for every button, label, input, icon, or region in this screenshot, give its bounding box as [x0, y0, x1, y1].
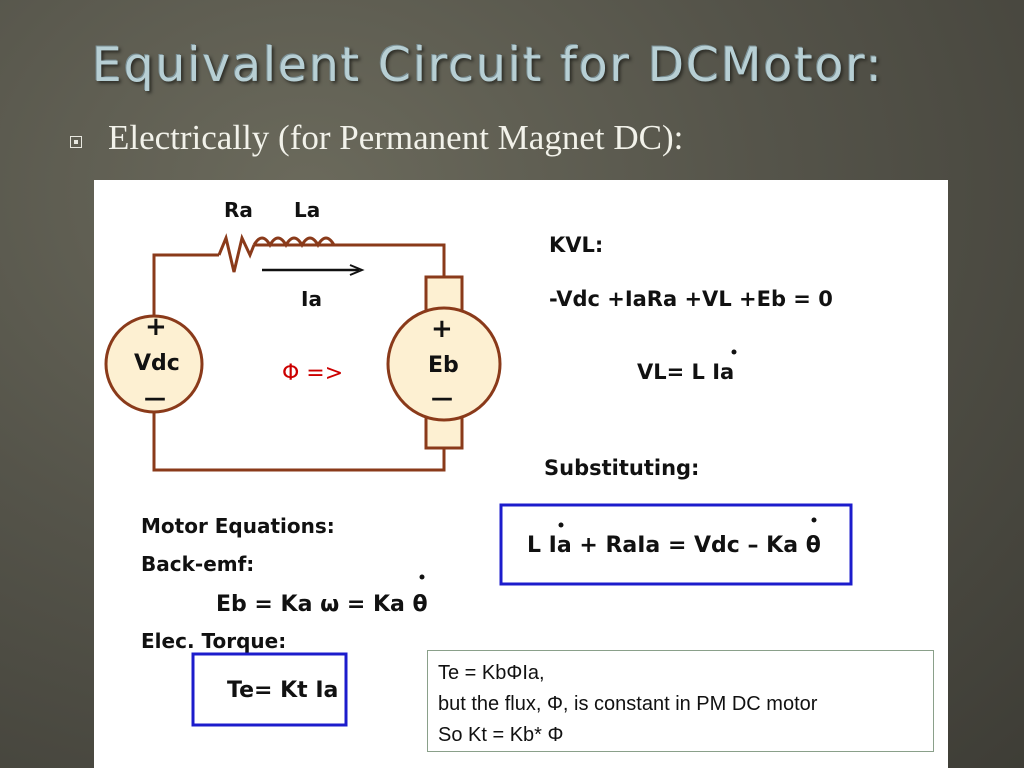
square-bullet-icon — [70, 136, 82, 148]
voltage-source — [104, 314, 204, 414]
bullet-text: Electrically (for Permanent Magnet DC): — [108, 118, 684, 157]
substituting-box — [499, 503, 853, 586]
note-box: Te = KbΦIa, but the flux, Φ, is constant… — [427, 650, 934, 752]
ia-dot-kvl — [731, 349, 737, 355]
substituting-heading: Substituting: — [544, 456, 699, 480]
ia-label: Ia — [301, 287, 322, 311]
flux-label: Φ => — [282, 361, 343, 386]
back-emf-equation: Eb = Ka ω = Ka θ — [216, 592, 428, 617]
torque-equation: Te= Kt Ia — [227, 678, 338, 703]
source-plus: + — [145, 312, 167, 342]
motor-minus: — — [431, 386, 453, 411]
motor-label: Eb — [428, 353, 459, 378]
resistor-ra — [217, 233, 256, 273]
la-label: La — [294, 198, 320, 222]
source-label: Vdc — [134, 351, 180, 376]
ia-dot-sub — [558, 522, 564, 528]
bullet-item: Electrically (for Permanent Magnet DC): — [70, 118, 683, 158]
diagram-panel: + Vdc — + Eb — Ra La Ia Φ => KVL: -Vdc +… — [94, 180, 948, 768]
kvl-equation: -Vdc +IaRa +VL +Eb = 0 — [549, 287, 833, 311]
substituting-equation: L Ia + RaIa = Vdc – Ka θ — [527, 533, 821, 558]
circuit-diagram: + Vdc — + Eb — Ra La Ia Φ => KVL: -Vdc +… — [104, 198, 853, 727]
note-line-1: Te = KbΦIa, — [438, 662, 545, 684]
slide-title: Equivalent Circuit for DCMotor: — [92, 38, 884, 93]
torque-label: Elec. Torque: — [141, 629, 286, 653]
note-line-3: So Kt = Kb* Φ — [438, 724, 564, 746]
dc-motor — [386, 306, 502, 422]
theta-dot-emf — [419, 574, 425, 580]
motor-plus: + — [431, 314, 453, 344]
current-arrow-head — [349, 264, 365, 276]
theta-dot-sub — [811, 517, 817, 523]
torque-box — [191, 652, 348, 727]
back-emf-label: Back-emf: — [141, 552, 254, 576]
inductor-la — [252, 236, 336, 249]
ra-label: Ra — [224, 198, 253, 222]
kvl-heading: KVL: — [549, 233, 603, 257]
vl-equation: VL= L Ia — [637, 360, 734, 384]
source-minus: — — [144, 386, 166, 411]
motor-equations-heading: Motor Equations: — [141, 514, 335, 538]
note-line-2: but the flux, Φ, is constant in PM DC mo… — [438, 693, 818, 715]
